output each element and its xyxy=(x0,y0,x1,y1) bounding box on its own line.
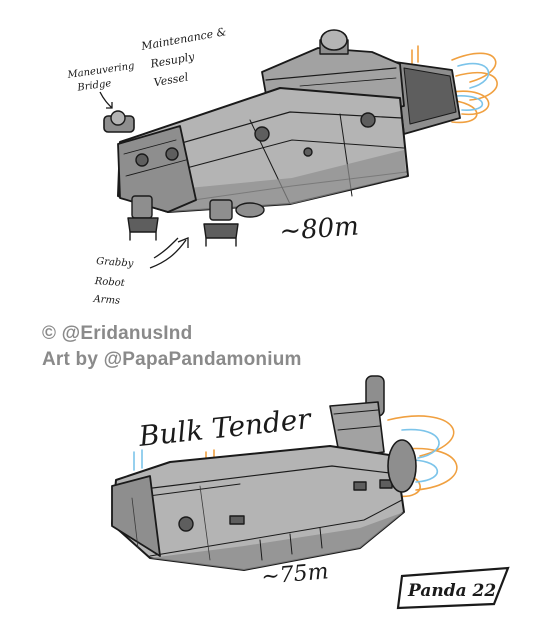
ship-2-bulk-tender xyxy=(111,375,458,571)
label-robot-arms: Grabby Robot Arms xyxy=(92,256,137,308)
ship-2-size-label: ~75m xyxy=(260,559,329,590)
ship-2-portholes xyxy=(178,479,393,532)
ship-2-title: Bulk Tender xyxy=(136,402,314,453)
ship-1-maneuvering-bridge xyxy=(103,110,135,133)
ship-2-tower xyxy=(329,375,385,459)
ship-1-maintenance-vessel xyxy=(103,29,498,247)
svg-text:Panda 22: Panda 22 xyxy=(407,581,496,601)
ship-1-bow xyxy=(117,125,197,213)
credit-artist: Art by @PapaPandamonium xyxy=(42,349,302,370)
ship-1-size-label: ~80m xyxy=(278,212,359,247)
arrow-robot-arms xyxy=(149,237,189,269)
credit-copyright: © @EridanusInd xyxy=(42,323,193,344)
ship-1-robot-arms xyxy=(127,195,265,247)
label-maneuvering-bridge: Maneuvering Bridge xyxy=(66,60,140,95)
ship-1-sensor-dome xyxy=(319,29,349,55)
label-maintenance: Maintenance & Resuply Vessel xyxy=(139,25,237,91)
ship-2-bow xyxy=(111,475,161,557)
ship-2-engine xyxy=(387,439,417,493)
arrow-bridge xyxy=(99,91,113,109)
signature: Panda 22 xyxy=(396,566,510,610)
ship-1-portholes xyxy=(135,112,376,167)
